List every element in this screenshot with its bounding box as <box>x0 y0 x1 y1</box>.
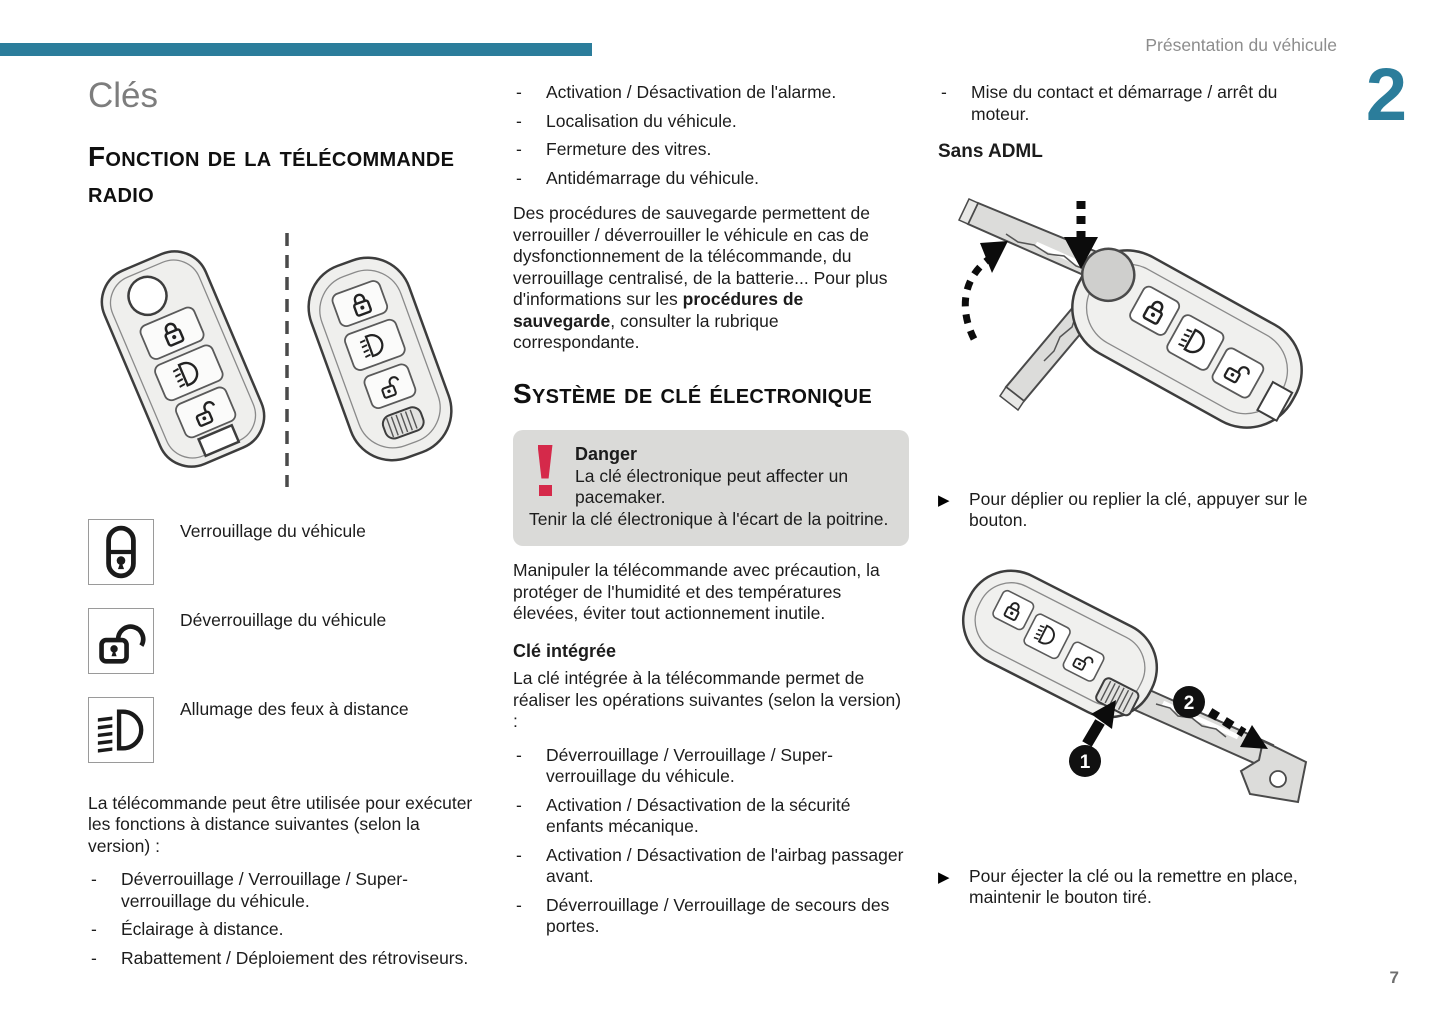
dash-marker: - <box>91 947 97 968</box>
instruction-text: Pour déplier ou replier la clé, appuyer … <box>969 488 1308 531</box>
list-item: - Mise du contact et démarrage / arrêt du… <box>938 82 1340 125</box>
integrated-key-list: - Déverrouillage / Verrouillage / Super-v… <box>513 745 909 938</box>
paragraph-bold-text: procédures de sauvegarde <box>513 289 804 331</box>
list-item: - Rabattement / Déploiement des rétrovise… <box>88 948 480 970</box>
page-number: 7 <box>1389 968 1399 987</box>
remote-intro-paragraph: La télécommande peut être utilisée pour … <box>88 792 473 856</box>
flip-key-fob <box>100 249 266 468</box>
list-item-text: Éclairage à distance. <box>121 919 284 940</box>
instruction-item: ▶ Pour éjecter la clé ou la remettre en … <box>938 866 1340 909</box>
dash-marker: - <box>516 744 522 765</box>
list-item-text: Antidémarrage du véhicule. <box>546 167 760 188</box>
section-heading-remote: Fonction de la télécommande radio <box>88 140 455 208</box>
key-ring-hole <box>127 275 168 316</box>
instruction-item: ▶ Pour déplier ou replier la clé, appuye… <box>938 489 1340 532</box>
chapter-number: 2 <box>1365 53 1407 136</box>
backup-procedures-paragraph: Des procédures de sauvegarde permettent … <box>513 203 909 354</box>
remote-function-row: Verrouillage du véhicule <box>88 518 480 585</box>
subheading-integrated-key: Clé intégrée <box>513 640 617 661</box>
remote-keys-illustration <box>100 232 453 487</box>
dash-marker: - <box>91 919 97 940</box>
remote-function-label: Déverrouillage du véhicule <box>180 609 387 630</box>
list-item-text: Fermeture des vitres. <box>546 139 712 159</box>
remote-function-row: Déverrouillage du véhicule <box>88 607 480 674</box>
fold-button <box>1081 247 1136 302</box>
column-left: Clés Fonction de la télécommande radio <box>88 76 480 969</box>
smart-key-fob <box>307 256 453 462</box>
start-stop-list: - Mise du contact et démarrage / arrêt du… <box>938 82 1340 125</box>
folding-key-illustration <box>957 197 1303 429</box>
arrow-marker: ▶ <box>938 868 950 886</box>
arrow-marker: ▶ <box>938 491 950 509</box>
dash-marker: - <box>516 167 522 188</box>
danger-title: Danger <box>575 443 638 464</box>
column-right: - Mise du contact et démarrage / arrêt du… <box>938 82 1340 909</box>
chapter-title: Présentation du véhicule <box>1145 35 1337 55</box>
list-item: - Localisation du véhicule. <box>513 111 909 133</box>
remote-function-label: Verrouillage du véhicule <box>180 520 366 541</box>
dash-marker: - <box>516 794 522 815</box>
header-accent-bar <box>0 43 592 56</box>
dash-marker: - <box>516 139 522 159</box>
step-2-marker: 2 <box>1173 685 1268 749</box>
smart-key-body <box>961 569 1159 718</box>
list-item-text: Déverrouillage / Verrouillage / Super-ve… <box>546 744 833 787</box>
danger-exclamation-icon <box>531 444 559 497</box>
list-item-text: Déverrouillage / Verrouillage / Super-ve… <box>121 869 408 911</box>
section-heading-electronic-key: Système de clé électronique <box>513 377 873 409</box>
list-item-text: Activation / Désactivation de l'airbag p… <box>546 844 904 887</box>
list-item: - Antidémarrage du véhicule. <box>513 168 909 190</box>
eject-key-illustration: 1 2 <box>961 569 1308 803</box>
unfold-arrow <box>961 240 1008 341</box>
lock-icon <box>88 518 154 585</box>
dash-marker: - <box>91 869 97 890</box>
instruction-text: Pour éjecter la clé ou la remettre en pl… <box>969 865 1298 908</box>
paragraph-text: , consulter la rubrique correspondante. <box>513 310 779 353</box>
list-item: - Activation / Désactivation de la sécuri… <box>513 795 909 838</box>
remote-function-label: Allumage des feux à distance <box>180 698 409 719</box>
dash-marker: - <box>516 82 522 102</box>
ribbed-slider <box>381 406 425 440</box>
list-item-text: Localisation du véhicule. <box>546 110 737 131</box>
list-item-text: Mise du contact et démarrage / arrêt du … <box>971 82 1278 124</box>
integrated-key-intro: La clé intégrée à la télécommande permet… <box>513 668 902 731</box>
list-item: - Déverrouillage / Verrouillage / Super-v… <box>88 869 480 912</box>
list-item-text: Activation / Désactivation de l'alarme. <box>546 82 837 102</box>
step-1-marker: 1 <box>1069 699 1116 777</box>
press-button-arrow <box>1064 200 1098 269</box>
handling-paragraph: Manipuler la télécommande avec précautio… <box>513 560 880 623</box>
subheading-sans-adml: Sans ADML <box>938 141 1043 162</box>
unlock-icon <box>88 607 154 674</box>
list-item: - Déverrouillage / Verrouillage de secour… <box>513 895 909 938</box>
page-title: Clés <box>88 76 159 115</box>
dash-marker: - <box>516 844 522 865</box>
step-number: 1 <box>1080 752 1091 773</box>
headlight-icon <box>88 696 154 763</box>
list-item: - Activation / Désactivation de l'alarme. <box>513 82 909 104</box>
danger-text: Tenir la clé électronique à l'écart de l… <box>529 508 889 529</box>
danger-warning-box: Danger La clé électronique peut affecter… <box>513 429 909 546</box>
danger-text: La clé électronique peut affecter un pac… <box>575 465 849 508</box>
list-item: - Fermeture des vitres. <box>513 139 909 161</box>
list-item: - Éclairage à distance. <box>88 919 480 941</box>
list-item: - Activation / Désactivation de l'airbag … <box>513 845 909 888</box>
removable-key-blade <box>1125 682 1308 803</box>
paragraph-text: Des procédures de sauvegarde permettent … <box>513 203 888 309</box>
dash-marker: - <box>516 110 522 131</box>
remote-functions-list-continued: - Activation / Désactivation de l'alarme.… <box>513 82 909 189</box>
flip-key-body <box>1071 247 1303 429</box>
column-middle: - Activation / Désactivation de l'alarme.… <box>513 82 909 938</box>
list-item-text: Activation / Désactivation de la sécurit… <box>546 794 851 837</box>
dash-marker: - <box>941 82 947 102</box>
remote-function-row: Allumage des feux à distance <box>88 696 480 763</box>
list-item: - Déverrouillage / Verrouillage / Super-v… <box>513 745 909 788</box>
list-item-text: Rabattement / Déploiement des rétroviseu… <box>121 947 469 968</box>
dash-marker: - <box>516 894 522 915</box>
remote-functions-list: - Déverrouillage / Verrouillage / Super-v… <box>88 869 480 969</box>
list-item-text: Déverrouillage / Verrouillage de secours… <box>546 894 890 937</box>
step-number: 2 <box>1184 693 1195 714</box>
